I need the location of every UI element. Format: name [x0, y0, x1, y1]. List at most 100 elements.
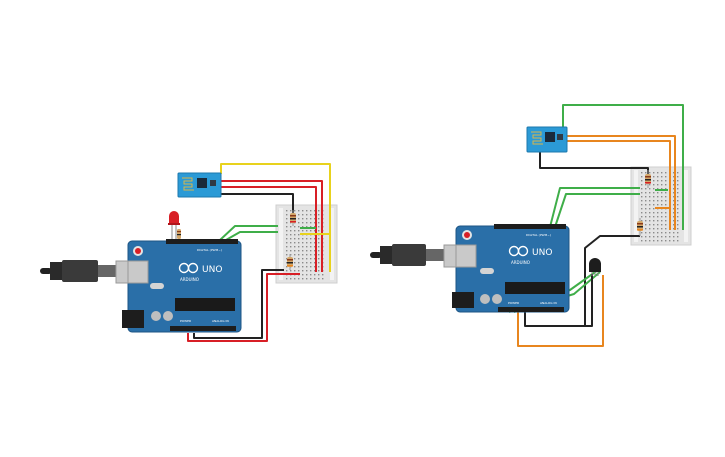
breadboard-hole: [310, 254, 312, 256]
breadboard-hole: [306, 230, 308, 232]
breadboard-hole: [641, 240, 643, 242]
breadboard-hole: [653, 236, 655, 238]
wifi-module-icon[interactable]: [526, 126, 568, 153]
breadboard-hole: [306, 246, 308, 248]
breadboard-hole: [657, 196, 659, 198]
breadboard-hole: [314, 242, 316, 244]
breadboard-hole: [669, 236, 671, 238]
breadboard-hole: [298, 270, 300, 272]
breadboard-hole: [649, 172, 651, 174]
breadboard-hole: [318, 258, 320, 260]
breadboard-hole: [290, 226, 292, 228]
breadboard-hole: [310, 230, 312, 232]
breadboard-hole: [290, 230, 292, 232]
breadboard-hole: [665, 228, 667, 230]
breadboard-hole: [286, 254, 288, 256]
breadboard-hole: [290, 250, 292, 252]
breadboard-hole: [314, 214, 316, 216]
breadboard-hole: [294, 230, 296, 232]
breadboard-hole: [661, 176, 663, 178]
wire-black: [193, 269, 284, 339]
breadboard-hole: [298, 258, 300, 260]
breadboard-hole: [306, 214, 308, 216]
board-logo-text: UNO: [532, 248, 552, 258]
breadboard-hole: [673, 180, 675, 182]
wire-black: [524, 274, 593, 327]
breadboard-hole: [677, 192, 679, 194]
breadboard-hole: [294, 258, 296, 260]
breadboard-hole: [673, 176, 675, 178]
breadboard-hole: [314, 266, 316, 268]
arduino-logo-icon: [178, 262, 199, 274]
resistor-icon[interactable]: [290, 210, 296, 226]
breadboard-hole: [302, 222, 304, 224]
led-icon[interactable]: [168, 211, 180, 241]
breadboard-hole: [310, 258, 312, 260]
breadboard-hole: [298, 246, 300, 248]
breadboard-hole: [306, 218, 308, 220]
breadboard-hole: [653, 220, 655, 222]
breadboard-hole: [306, 210, 308, 212]
arduino-board-right[interactable]: UNO ARDUINO DIGITAL (PWM~) POWER ANALOG …: [452, 224, 570, 313]
breadboard-hole: [649, 208, 651, 210]
breadboard-hole: [310, 238, 312, 240]
breadboard-hole: [306, 274, 308, 276]
breadboard-hole: [677, 220, 679, 222]
breadboard-hole: [641, 188, 643, 190]
breadboard-hole: [649, 224, 651, 226]
breadboard-hole: [641, 236, 643, 238]
breadboard-hole: [661, 224, 663, 226]
breadboard-hole: [673, 228, 675, 230]
breadboard-hole: [294, 246, 296, 248]
breadboard-hole: [641, 220, 643, 222]
breadboard-hole: [310, 210, 312, 212]
board-brand-text: ARDUINO: [180, 277, 199, 282]
breadboard-hole: [665, 176, 667, 178]
breadboard-hole: [318, 254, 320, 256]
breadboard-hole: [661, 240, 663, 242]
breadboard-right[interactable]: [630, 166, 692, 246]
resistor-icon[interactable]: [177, 229, 181, 239]
breadboard-hole: [677, 232, 679, 234]
breadboard-hole: [657, 180, 659, 182]
breadboard-hole: [665, 224, 667, 226]
breadboard-hole: [310, 270, 312, 272]
breadboard-hole: [294, 270, 296, 272]
board-power-label: POWER: [180, 319, 191, 323]
wire-red: [221, 186, 317, 272]
breadboard-hole: [298, 226, 300, 228]
wifi-module-icon[interactable]: [177, 172, 222, 198]
breadboard-hole: [306, 270, 308, 272]
breadboard-hole: [294, 210, 296, 212]
breadboard-hole: [286, 234, 288, 236]
breadboard-hole: [653, 192, 655, 194]
breadboard-hole: [665, 180, 667, 182]
breadboard-left[interactable]: [275, 204, 338, 284]
breadboard-hole: [657, 232, 659, 234]
breadboard-hole: [677, 172, 679, 174]
breadboard-hole: [677, 224, 679, 226]
resistor-icon[interactable]: [637, 218, 643, 236]
breadboard-hole: [653, 204, 655, 206]
breadboard-hole: [657, 204, 659, 206]
resistor-icon[interactable]: [287, 254, 293, 270]
resistor-icon[interactable]: [645, 170, 651, 188]
breadboard-hole: [298, 262, 300, 264]
breadboard-hole: [677, 180, 679, 182]
breadboard-hole: [677, 216, 679, 218]
breadboard-hole: [661, 172, 663, 174]
breadboard-hole: [649, 228, 651, 230]
breadboard-hole: [657, 220, 659, 222]
breadboard-hole: [677, 212, 679, 214]
breadboard-hole: [286, 242, 288, 244]
arduino-board-left[interactable]: UNO ARDUINO DIGITAL (PWM~) POWER ANALOG …: [122, 239, 242, 333]
breadboard-hole: [314, 230, 316, 232]
temperature-sensor-icon[interactable]: [589, 258, 601, 276]
breadboard-hole: [673, 240, 675, 242]
breadboard-hole: [298, 234, 300, 236]
breadboard-hole: [641, 176, 643, 178]
breadboard-hole: [641, 216, 643, 218]
breadboard-hole: [290, 278, 292, 280]
breadboard-hole: [314, 226, 316, 228]
